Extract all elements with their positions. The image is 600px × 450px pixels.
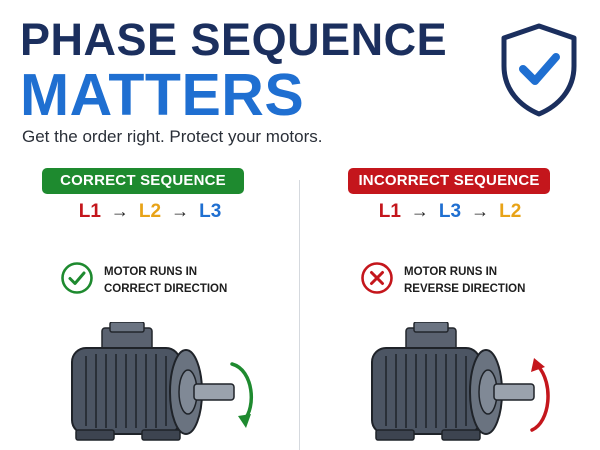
arrow: →	[110, 201, 129, 221]
correct-phase-sequence: L1 → L2 → L3	[0, 201, 300, 227]
title-line-1: PHASE SEQUENCE	[20, 14, 448, 65]
electric-motor-icon	[371, 322, 550, 441]
panel-divider	[299, 180, 300, 450]
status-line: CORRECT DIRECTION	[104, 283, 228, 295]
incorrect-sequence-panel: INCORRECT SEQUENCE L1 → L3 → L2 MOTOR RUNS I…	[300, 166, 600, 450]
check-circle-icon	[61, 262, 93, 294]
incorrect-status-text: MOTOR RUNS IN REVERSE DIRECTION	[404, 264, 525, 298]
incorrect-phase-sequence: L1 → L3 → L2	[300, 201, 600, 227]
phase-label: L3	[438, 201, 462, 222]
incorrect-sequence-badge: INCORRECT SEQUENCE	[348, 168, 550, 194]
status-line: REVERSE DIRECTION	[404, 283, 526, 295]
arrow: →	[471, 201, 490, 221]
title-line-2: MATTERS	[20, 62, 305, 128]
subtitle: Get the order right. Protect your motors…	[22, 127, 323, 146]
phase-label: L2	[138, 201, 162, 222]
phase-label: L1	[378, 201, 401, 222]
phase-label: L1	[78, 201, 101, 222]
x-circle-icon	[361, 262, 393, 294]
arrow: →	[171, 201, 190, 221]
status-line: MOTOR RUNS IN	[104, 266, 198, 278]
electric-motor-icon	[71, 322, 253, 441]
correct-sequence-panel: CORRECT SEQUENCE L1 → L2 → L3 MOTOR RUNS IN …	[0, 166, 300, 450]
shield-check-icon	[501, 23, 577, 117]
phase-label: L2	[499, 201, 522, 222]
status-line: MOTOR RUNS IN	[404, 266, 498, 278]
correct-sequence-badge: CORRECT SEQUENCE	[42, 168, 244, 194]
correct-status-text: MOTOR RUNS IN CORRECT DIRECTION	[104, 264, 227, 298]
phase-label: L3	[199, 201, 222, 222]
arrow: →	[410, 201, 429, 221]
